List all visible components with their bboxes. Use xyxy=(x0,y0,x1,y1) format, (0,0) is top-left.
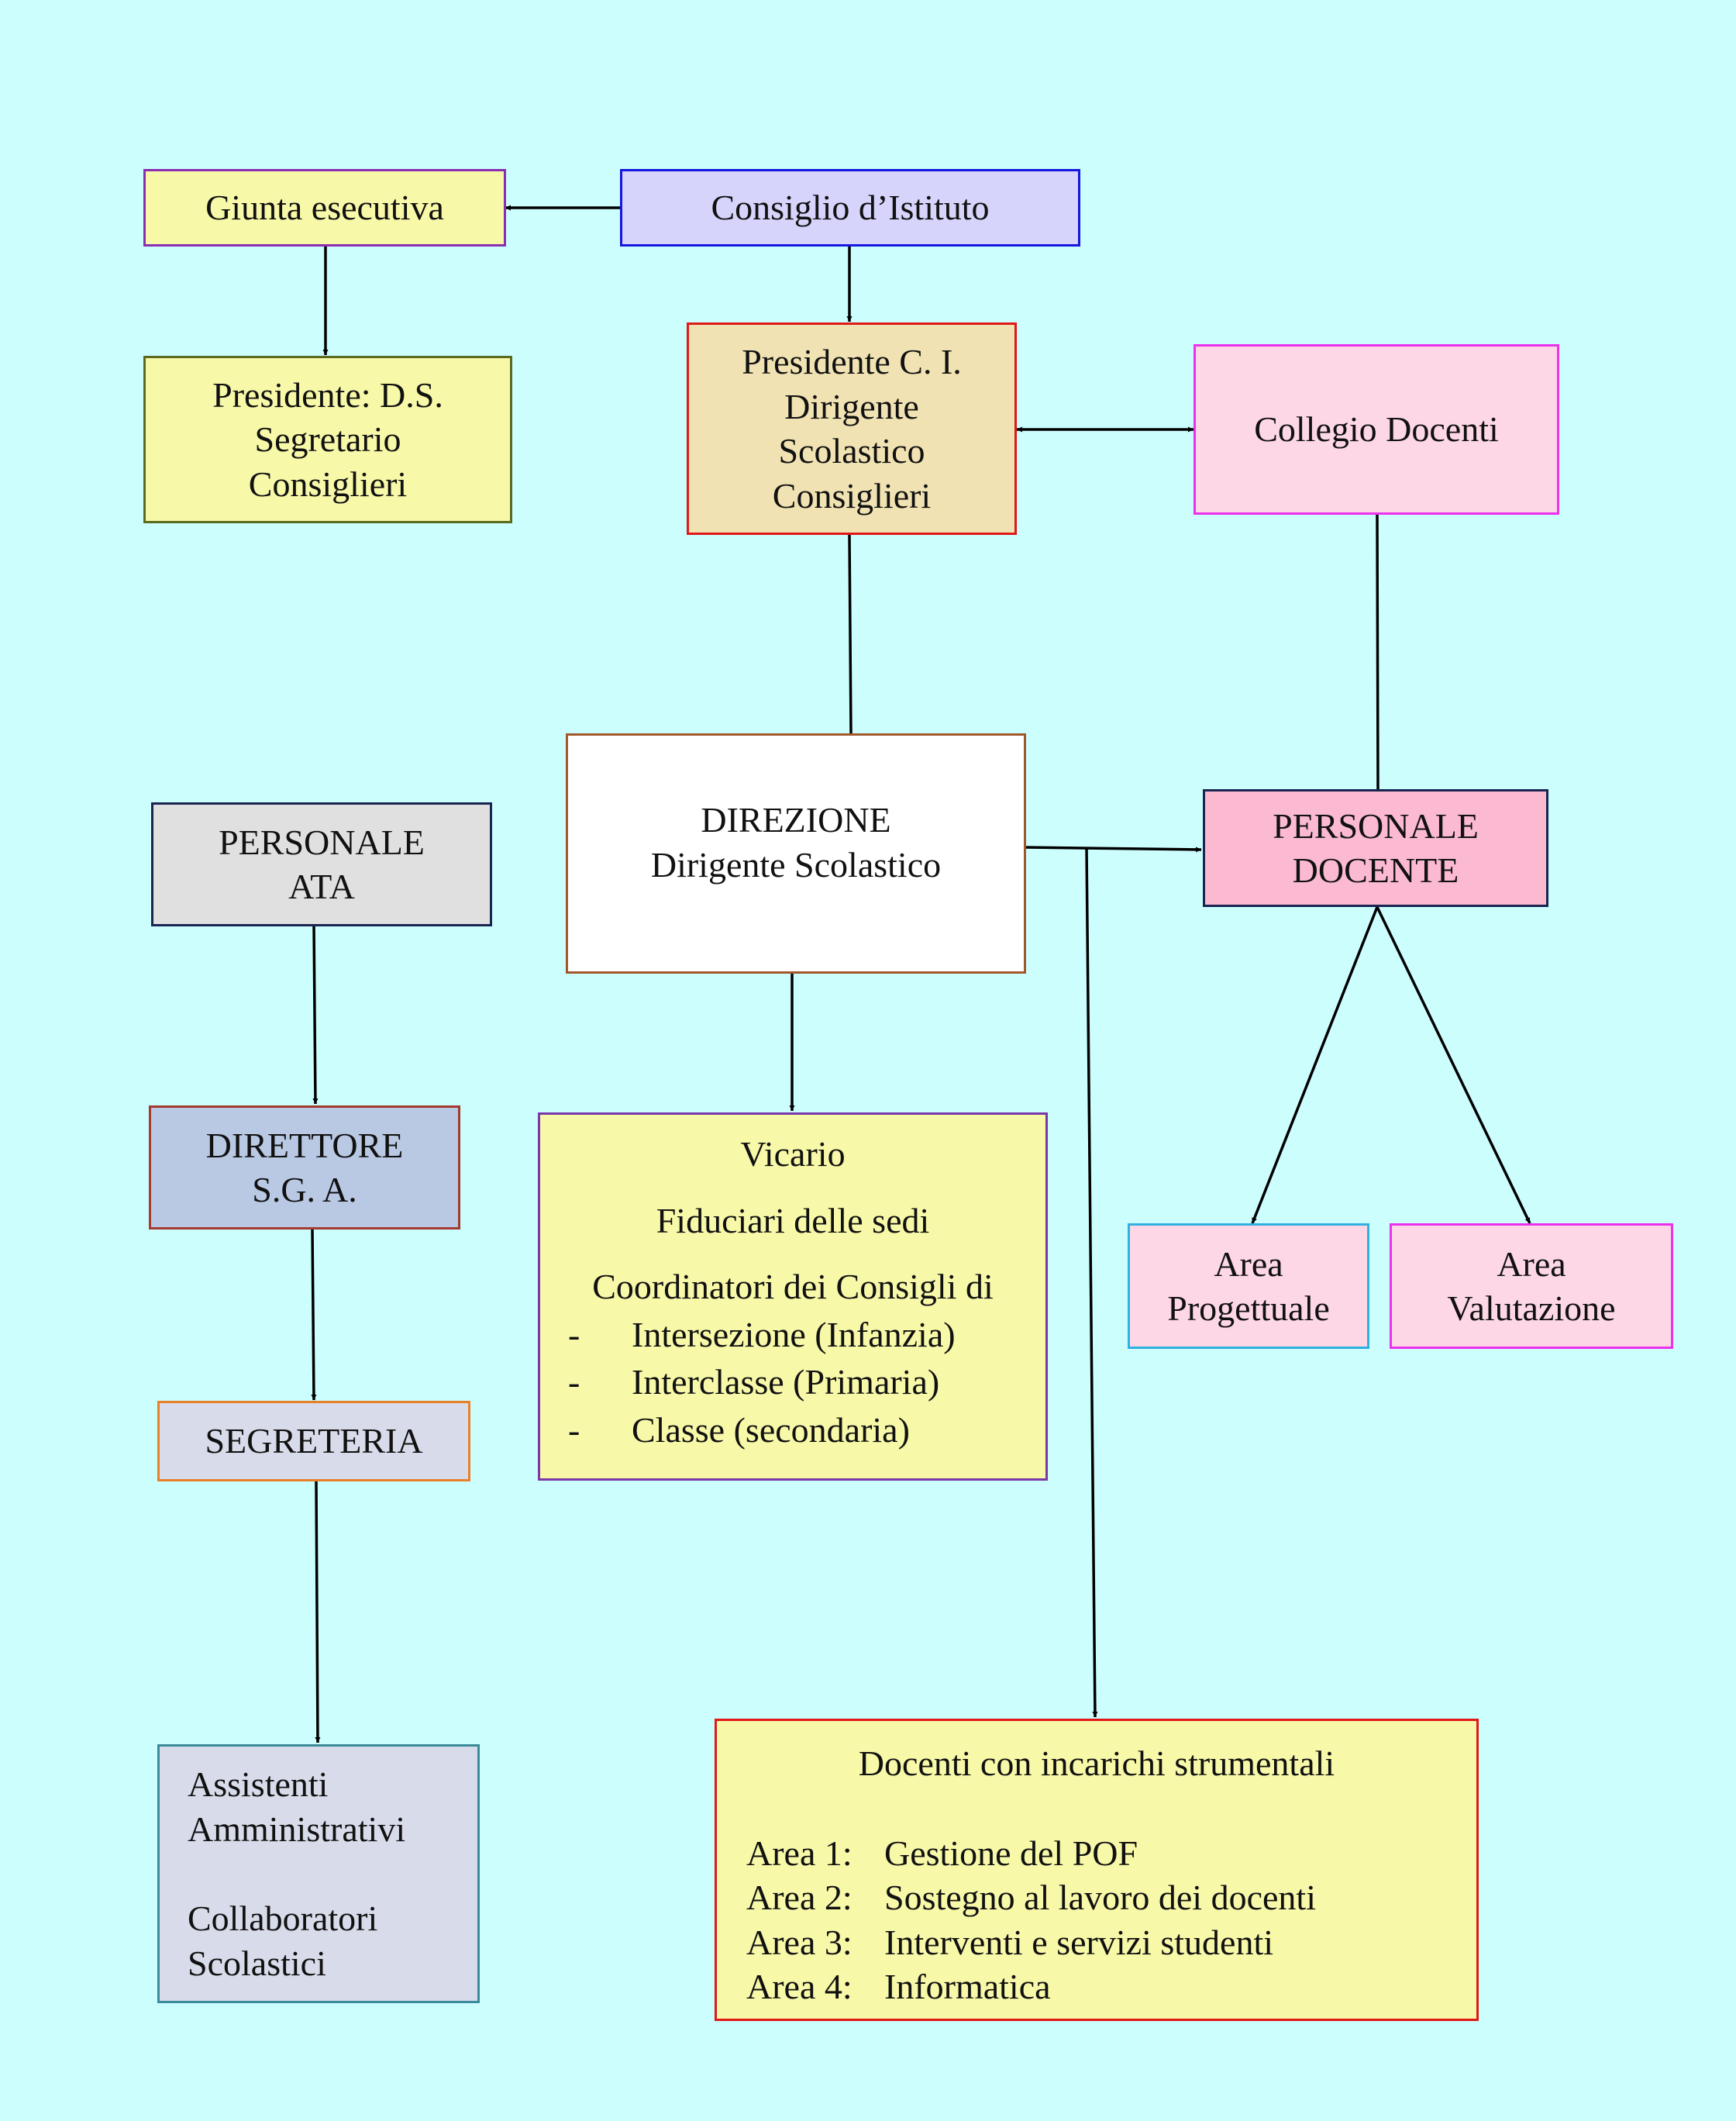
list-item-text: Intersezione (Infanzia) xyxy=(632,1314,956,1354)
segreteria-label: SEGRETERIA xyxy=(205,1421,423,1461)
list-bullet: - xyxy=(568,1409,580,1450)
list-item: - Classe (secondaria) xyxy=(568,1408,987,1453)
personale-docente-box: PERSONALE DOCENTE xyxy=(1203,789,1548,907)
list-item-text: Interclasse (Primaria) xyxy=(632,1362,940,1402)
area-valutazione-box: Area Valutazione xyxy=(1390,1223,1673,1349)
collegio-docenti-box: Collegio Docenti xyxy=(1194,344,1559,515)
area-description: Gestione del POF xyxy=(884,1833,1138,1873)
arrow-direzione-to-personale-docente xyxy=(1025,846,1202,853)
presidente-giunta-line3: Consiglieri xyxy=(248,464,408,504)
area-progettuale-box: Area Progettuale xyxy=(1128,1223,1369,1349)
presidente-ci-line4: Consiglieri xyxy=(772,475,932,516)
assistenti-line3: Collaboratori xyxy=(188,1899,378,1938)
collegio-label: Collegio Docenti xyxy=(1254,409,1499,450)
area-description: Interventi e servizi studenti xyxy=(884,1922,1274,1962)
area-progettuale-line2: Progettuale xyxy=(1167,1288,1330,1328)
presidente-ci-line2: Dirigente xyxy=(784,386,919,426)
line-presidente-ci-to-direzione xyxy=(848,534,852,734)
list-item: Area 2: Sostegno al lavoro dei docenti xyxy=(746,1875,1316,1920)
area-number: Area 3: xyxy=(746,1922,852,1962)
personale-docente-line2: DOCENTE xyxy=(1292,850,1459,890)
docenti-incarichi-box: Docenti con incarichi strumentali Area 1… xyxy=(715,1719,1479,2021)
arrow-direzione-to-docenti-incarichi xyxy=(1085,847,1098,1718)
area-description: Sostegno al lavoro dei docenti xyxy=(884,1878,1316,1917)
giunta-label: Giunta esecutiva xyxy=(205,188,444,228)
presidente-giunta-box: Presidente: D.S. Segretario Consiglieri xyxy=(143,356,512,523)
docenti-incarichi-title: Docenti con incarichi strumentali xyxy=(858,1743,1335,1783)
direzione-box: DIREZIONE Dirigente Scolastico xyxy=(566,733,1026,974)
arrow-ata-to-direttore xyxy=(312,924,319,1105)
arrow-docente-to-area-progettuale xyxy=(1251,906,1379,1224)
consiglio-istituto-box: Consiglio d’Istituto xyxy=(620,169,1080,247)
assistenti-line2: Amministrativi xyxy=(188,1809,406,1849)
list-item: - Intersezione (Infanzia) xyxy=(568,1312,987,1357)
vicario-line2: Fiduciari delle sedi xyxy=(656,1200,930,1240)
assistenti-line1: Assistenti xyxy=(188,1764,329,1804)
area-progettuale-line1: Area xyxy=(1214,1243,1283,1284)
personale-docente-line1: PERSONALE xyxy=(1273,805,1479,846)
presidente-ci-line3: Scolastico xyxy=(778,431,925,471)
list-item: Area 3: Interventi e servizi studenti xyxy=(746,1920,1316,1965)
list-item: - Interclasse (Primaria) xyxy=(568,1360,987,1405)
consiglio-label: Consiglio d’Istituto xyxy=(711,188,990,228)
list-bullet: - xyxy=(568,1362,580,1402)
direzione-line2: Dirigente Scolastico xyxy=(650,844,942,885)
area-number: Area 1: xyxy=(746,1833,852,1873)
vicario-line1: Vicario xyxy=(740,1134,846,1174)
area-number: Area 2: xyxy=(746,1878,852,1917)
presidente-ci-line1: Presidente C. I. xyxy=(742,342,962,381)
area-description: Informatica xyxy=(884,1967,1051,2006)
direttore-line1: DIRETTORE xyxy=(205,1125,404,1165)
assistenti-box: Assistenti Amministrativi Collaboratori … xyxy=(157,1744,480,2003)
line-collegio-to-personale-docente xyxy=(1376,514,1380,790)
area-valutazione-line2: Valutazione xyxy=(1447,1288,1616,1328)
list-item-text: Classe (secondaria) xyxy=(632,1409,910,1450)
area-valutazione-line1: Area xyxy=(1497,1243,1566,1284)
vicario-line3: Coordinatori dei Consigli di xyxy=(592,1267,994,1306)
direzione-line1: DIREZIONE xyxy=(701,800,891,840)
list-item: Area 4: Informatica xyxy=(746,1964,1316,2009)
consigli-list: - Intersezione (Infanzia) - Interclasse … xyxy=(568,1312,987,1453)
personale-ata-line2: ATA xyxy=(288,867,355,906)
list-item: Area 1: Gestione del POF xyxy=(746,1831,1316,1876)
presidente-ci-box: Presidente C. I. Dirigente Scolastico Co… xyxy=(687,322,1017,535)
arrow-docente-to-area-valutazione xyxy=(1376,906,1531,1224)
list-bullet: - xyxy=(568,1314,580,1354)
giunta-esecutiva-box: Giunta esecutiva xyxy=(143,169,506,247)
segreteria-box: SEGRETERIA xyxy=(157,1401,470,1481)
personale-ata-line1: PERSONALE xyxy=(219,822,425,862)
arrow-segreteria-to-assistenti xyxy=(315,1480,321,1743)
arrow-direttore-to-segreteria xyxy=(311,1228,317,1401)
vicario-box: Vicario Fiduciari delle sedi Coordinator… xyxy=(538,1112,1048,1481)
presidente-giunta-line2: Segretario xyxy=(254,419,401,460)
presidente-giunta-line1: Presidente: D.S. xyxy=(212,374,443,415)
area-number: Area 4: xyxy=(746,1967,852,2006)
personale-ata-box: PERSONALE ATA xyxy=(151,802,492,926)
incarichi-list: Area 1: Gestione del POF Area 2: Sostegn… xyxy=(746,1831,1316,2009)
direttore-sga-box: DIRETTORE S.G. A. xyxy=(149,1105,460,1229)
direttore-line2: S.G. A. xyxy=(252,1170,357,1209)
assistenti-line4: Scolastici xyxy=(188,1943,326,1983)
